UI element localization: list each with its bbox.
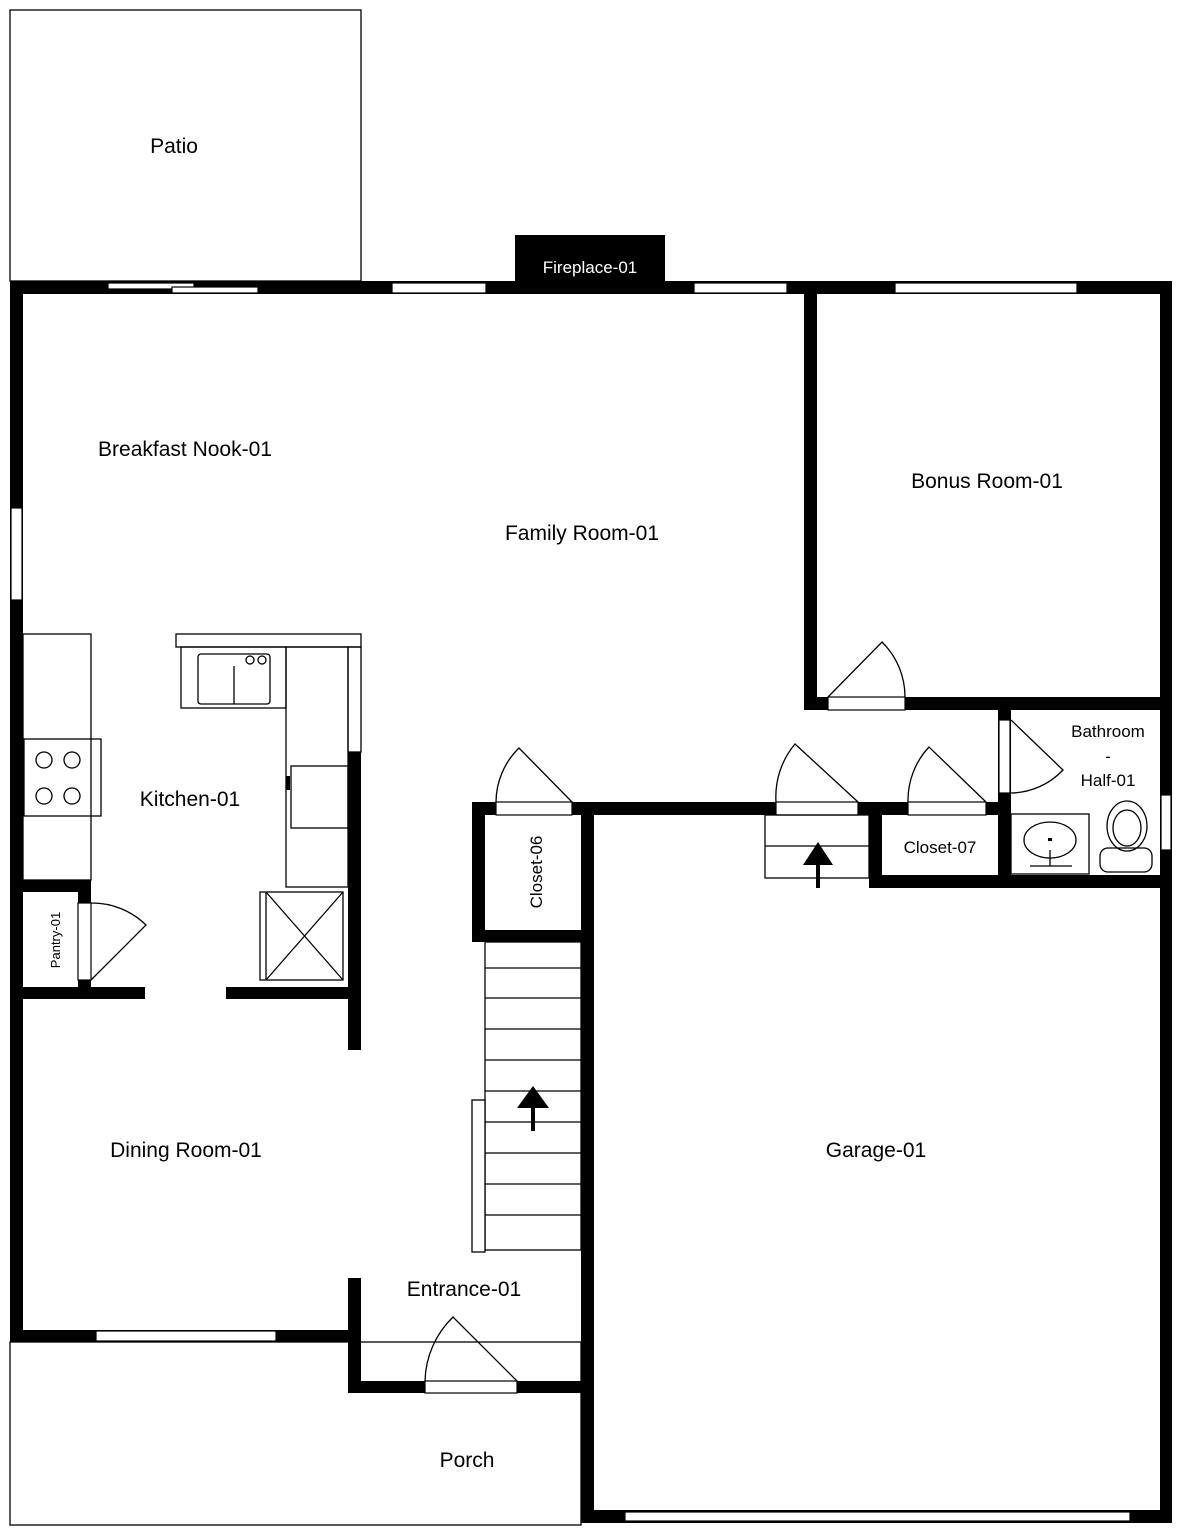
porch-area — [9, 1341, 582, 1526]
label-family-room: Family Room-01 — [505, 522, 659, 545]
label-breakfast-nook: Breakfast Nook-01 — [98, 438, 272, 461]
wall — [869, 815, 882, 888]
garage-door — [624, 1511, 1131, 1522]
window — [95, 1330, 277, 1342]
label-closet-06: Closet-06 — [527, 836, 546, 909]
wall — [348, 752, 361, 1050]
label-bathroom: Bathroom — [1071, 722, 1145, 741]
window — [693, 282, 788, 294]
wall — [581, 802, 594, 1523]
wall — [472, 930, 594, 942]
door-stairs[interactable] — [775, 743, 859, 816]
window — [894, 282, 1078, 294]
stove — [23, 738, 102, 817]
wall — [472, 802, 1011, 815]
door-bonus-room[interactable] — [827, 641, 906, 711]
toilet — [1099, 800, 1153, 873]
door-bathroom[interactable] — [998, 719, 1064, 794]
label-porch: Porch — [440, 1449, 495, 1472]
label-bathroom: - — [1105, 747, 1111, 766]
label-garage: Garage-01 — [826, 1139, 926, 1162]
label-kitchen: Kitchen-01 — [140, 788, 240, 811]
refrigerator — [259, 891, 344, 981]
wall — [348, 1278, 361, 1393]
wall-top — [10, 281, 1172, 294]
window — [10, 507, 23, 601]
label-bathroom: Half-01 — [1081, 771, 1136, 790]
sink — [1010, 813, 1090, 875]
wall-right — [1160, 281, 1172, 1523]
label-closet-07: Closet-07 — [904, 838, 977, 857]
sliding-door — [107, 282, 259, 294]
label-pantry: Pantry-01 — [48, 912, 63, 968]
counters — [22, 633, 362, 888]
wall — [472, 802, 485, 942]
door-pantry[interactable] — [77, 902, 147, 981]
label-bonus-room: Bonus Room-01 — [911, 470, 1063, 493]
door-closet-06[interactable] — [495, 747, 573, 816]
wall — [10, 880, 91, 892]
staircase — [471, 941, 582, 1253]
door-front-entrance[interactable] — [424, 1316, 518, 1394]
patio-area — [9, 9, 362, 282]
wall — [10, 987, 145, 999]
wall-left — [10, 281, 23, 1342]
window — [391, 282, 487, 294]
label-fireplace: Fireplace-01 — [543, 258, 638, 277]
label-dining-room: Dining Room-01 — [110, 1139, 262, 1162]
wall — [804, 281, 817, 710]
wall — [226, 987, 361, 999]
label-patio: Patio — [150, 135, 198, 158]
stairs-down — [764, 814, 870, 888]
door-closet-07[interactable] — [907, 746, 987, 816]
label-entrance: Entrance-01 — [407, 1278, 521, 1301]
window — [1160, 794, 1172, 851]
wall — [869, 875, 1172, 888]
